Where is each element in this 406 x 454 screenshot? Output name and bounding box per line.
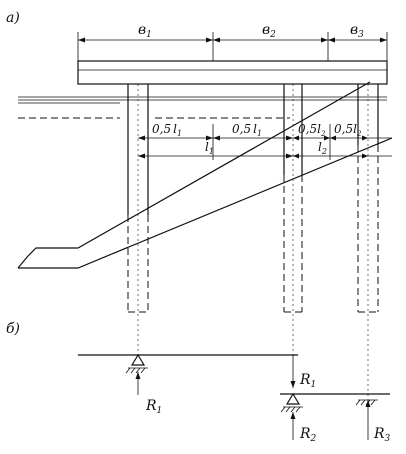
reaction-r2: R2 [299, 426, 317, 444]
length-label-l1: l1 [205, 140, 214, 156]
pile-group-3 [357, 84, 379, 400]
half-span-dimensions [138, 124, 392, 160]
beam-scheme [78, 353, 390, 440]
span-dimensions [77, 32, 388, 61]
span-label-b2: в2 [262, 22, 276, 40]
span-label-b1: в1 [138, 22, 152, 40]
part-a-label: a) [6, 10, 20, 26]
reaction-r3: R3 [373, 426, 391, 444]
reaction-r1-prime: R1 [299, 372, 316, 390]
reaction-r1: R1 [145, 398, 162, 416]
length-dimensions [138, 153, 392, 159]
half-span-l2-right: 0,5l2 [334, 122, 362, 138]
pile-group-2 [283, 84, 303, 355]
bank-slope [17, 81, 393, 269]
water-surface [18, 96, 387, 119]
length-label-l2: l2 [318, 140, 327, 156]
pile-group-1 [127, 84, 149, 355]
span-label-b3: в3 [350, 22, 364, 40]
part-b-label: б) [6, 321, 20, 337]
half-span-l2-left: 0,5l2 [298, 122, 326, 138]
deck-slab [77, 60, 388, 85]
